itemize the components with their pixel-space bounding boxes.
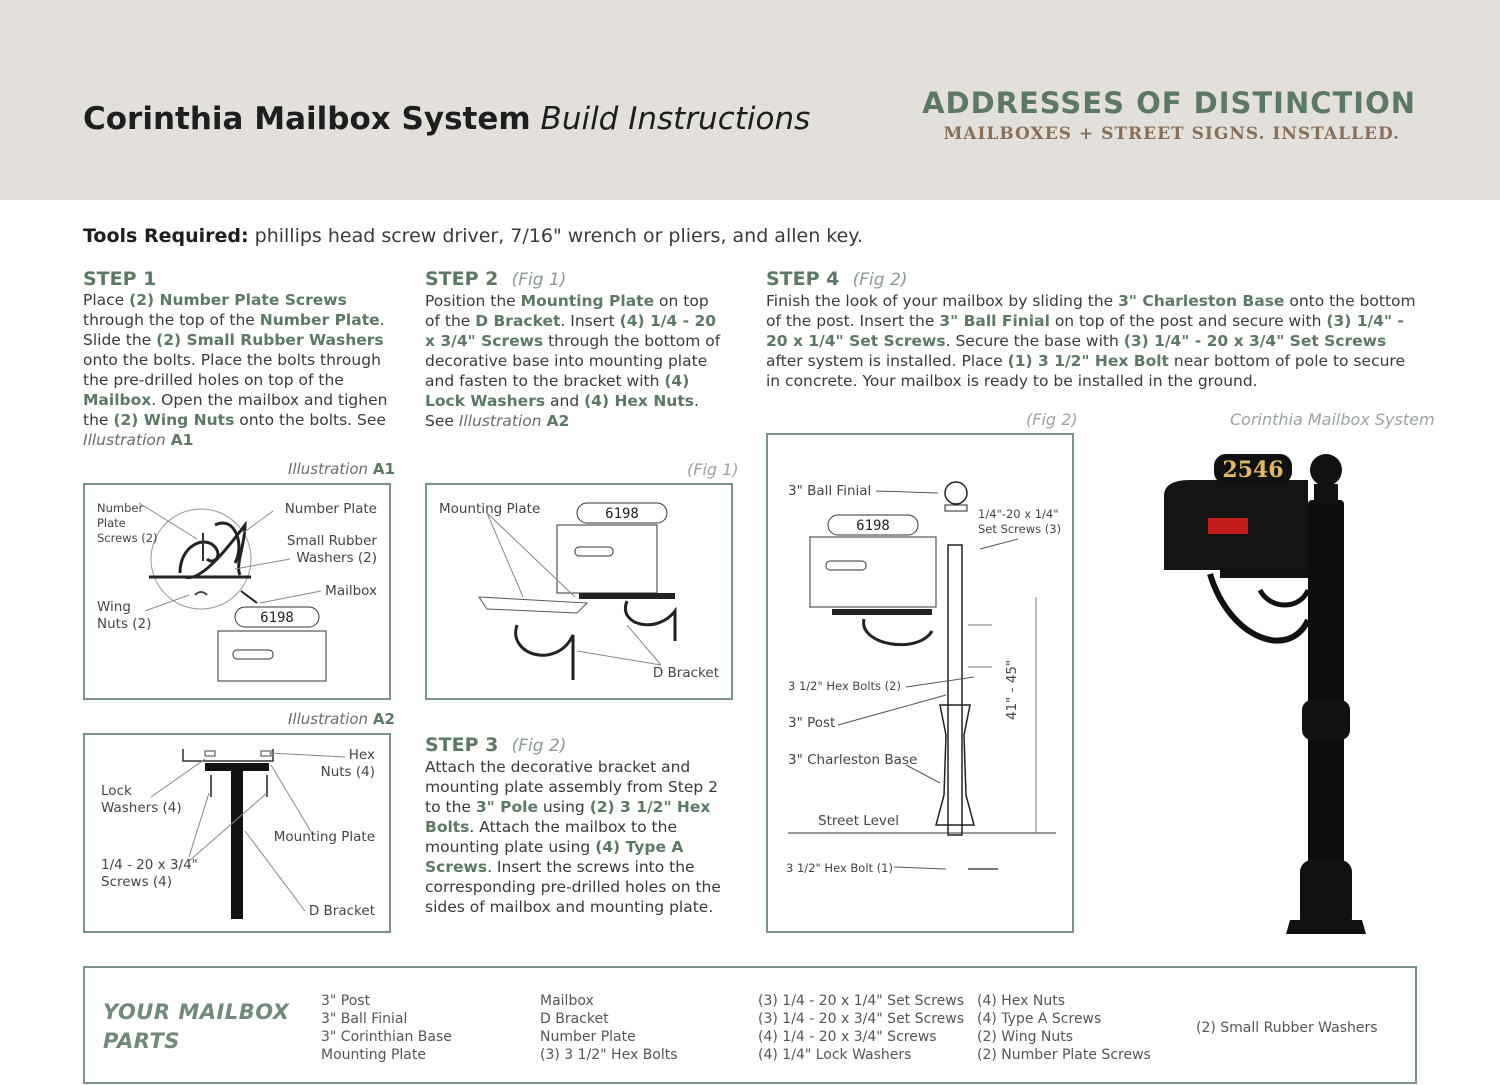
label-mounting-plate: Mounting Plate [273,829,375,845]
caption-photo: Corinthia Mailbox System [1230,410,1435,429]
label-mailbox: Mailbox [325,583,377,599]
a1-plate-number: 6198 [260,610,294,626]
label-wing-nuts: Wing Nuts (2) [97,599,152,632]
list-item: (3) 1/4 - 20 x 3/4" Set Screws [758,1011,965,1027]
step-2: STEP 2 (Fig 1) Position the Mounting Pla… [425,268,725,431]
list-item: Number Plate [540,1029,636,1045]
label-hex-bolt: 3 1/2" Hex Bolt (1) [786,861,893,875]
step-2-title: STEP 2 (Fig 1) [425,268,567,290]
list-item: Mounting Plate [321,1047,426,1063]
list-item: (2) Small Rubber Washers [1196,1020,1378,1036]
list-item: 3" Ball Finial [321,1011,408,1027]
illustration-a1: 6198 Number Plate Screws (2) Number Plat… [83,483,391,700]
parts-col-3: (3) 1/4 - 20 x 1/4" Set Screws (3) 1/4 -… [758,992,964,1064]
title-italic: Build Instructions [540,101,811,137]
list-item: (4) 1/4 - 20 x 3/4" Screws [758,1029,937,1045]
label-post: 3" Post [788,715,836,731]
label-fig1-d-bracket: D Bracket [652,665,719,681]
figure-1: 6198 Mounting Plate D Bracket [425,483,733,700]
list-item: (2) Wing Nuts [977,1029,1074,1045]
fig2-plate-number: 6198 [856,518,890,534]
label-ball-finial: 3" Ball Finial [788,483,872,499]
list-item: D Bracket [540,1011,609,1027]
step-3-text: Attach the decorative bracket and mounti… [425,758,721,916]
label-number-plate-screws: Number Plate Screws (2) [97,501,158,545]
caption-illustration-a2: Illustration A2 [288,710,395,728]
step-3: STEP 3 (Fig 2) Attach the decorative bra… [425,734,735,917]
label-fig1-mounting-plate: Mounting Plate [439,501,541,517]
tools-required: Tools Required: phillips head screw driv… [83,225,863,247]
a1-drawing: 6198 [138,502,327,682]
a2-drawing [150,749,346,919]
label-charleston-base: 3" Charleston Base [788,752,918,768]
list-item: (3) 3 1/2" Hex Bolts [540,1047,678,1063]
label-small-rubber-washers: Small Rubber Washers (2) [286,533,377,566]
parts-col-5: (2) Small Rubber Washers [1196,1019,1378,1037]
label-d-bracket: D Bracket [308,903,375,919]
list-item: (4) Type A Screws [977,1011,1102,1027]
header-banner: Corinthia Mailbox System Build Instructi… [0,0,1500,200]
caption-fig-1: (Fig 1) [687,460,739,479]
step-4: STEP 4 (Fig 2) Finish the look of your m… [766,268,1416,391]
parts-col-4: (4) Hex Nuts (4) Type A Screws (2) Wing … [977,992,1151,1064]
illustration-a2: Hex Nuts (4) Lock Washers (4) Mounting P… [83,733,391,933]
label-height: 41" - 45" [1004,659,1020,720]
product-photo: 2546 [1164,454,1366,934]
brand-tagline: MAILBOXES + STREET SIGNS. INSTALLED. [943,124,1400,144]
parts-col-2: Mailbox D Bracket Number Plate (3) 3 1/2… [540,992,678,1064]
list-item: (2) Number Plate Screws [977,1047,1151,1063]
fig1-drawing: 6198 [478,502,677,680]
brand-name: ADDRESSES OF DISTINCTION [922,86,1416,120]
figure-2: 6198 3" Ball Finial 1/4"-20 x 1/4" Set S… [766,433,1074,933]
list-item: (4) 1/4" Lock Washers [758,1047,912,1063]
label-street-level: Street Level [818,813,899,829]
fig1-plate-number: 6198 [605,506,639,522]
label-hex-nuts: Hex Nuts (4) [320,747,375,780]
step-1: STEP 1 Place (2) Number Plate Screws thr… [83,268,398,450]
list-item: Mailbox [540,993,594,1009]
list-item: (4) Hex Nuts [977,993,1066,1009]
fig2-drawing: 6198 [788,481,1056,870]
step-2-text: Position the Mounting Plate on top of th… [425,292,721,430]
step-4-title: STEP 4 (Fig 2) [766,268,908,290]
label-set-screws: 1/4"-20 x 1/4" Set Screws (3) [978,507,1062,536]
list-item: 3" Corinthian Base [321,1029,452,1045]
tools-text: phillips head screw driver, 7/16" wrench… [248,225,863,247]
parts-col-1: 3" Post 3" Ball Finial 3" Corinthian Bas… [321,992,452,1064]
photo-plate-number: 2546 [1222,457,1283,483]
label-screws: 1/4 - 20 x 3/4" Screws (4) [101,857,198,890]
page-title: Corinthia Mailbox System Build Instructi… [83,101,810,137]
step-4-text: Finish the look of your mailbox by slidi… [766,292,1416,390]
step-1-title: STEP 1 [83,268,157,290]
list-item: 3" Post [321,993,371,1009]
caption-fig-2: (Fig 2) [1026,410,1078,429]
label-lock-washers: Lock Washers (4) [101,783,182,816]
list-item: (3) 1/4 - 20 x 1/4" Set Screws [758,993,965,1009]
tools-label: Tools Required: [83,225,249,247]
step-3-title: STEP 3 (Fig 2) [425,734,567,756]
label-hex-bolts: 3 1/2" Hex Bolts (2) [788,679,901,693]
caption-illustration-a1: Illustration A1 [288,460,395,478]
label-number-plate: Number Plate [284,501,377,517]
title-bold: Corinthia Mailbox System [83,101,531,137]
step-1-text: Place (2) Number Plate Screws through th… [83,291,388,449]
